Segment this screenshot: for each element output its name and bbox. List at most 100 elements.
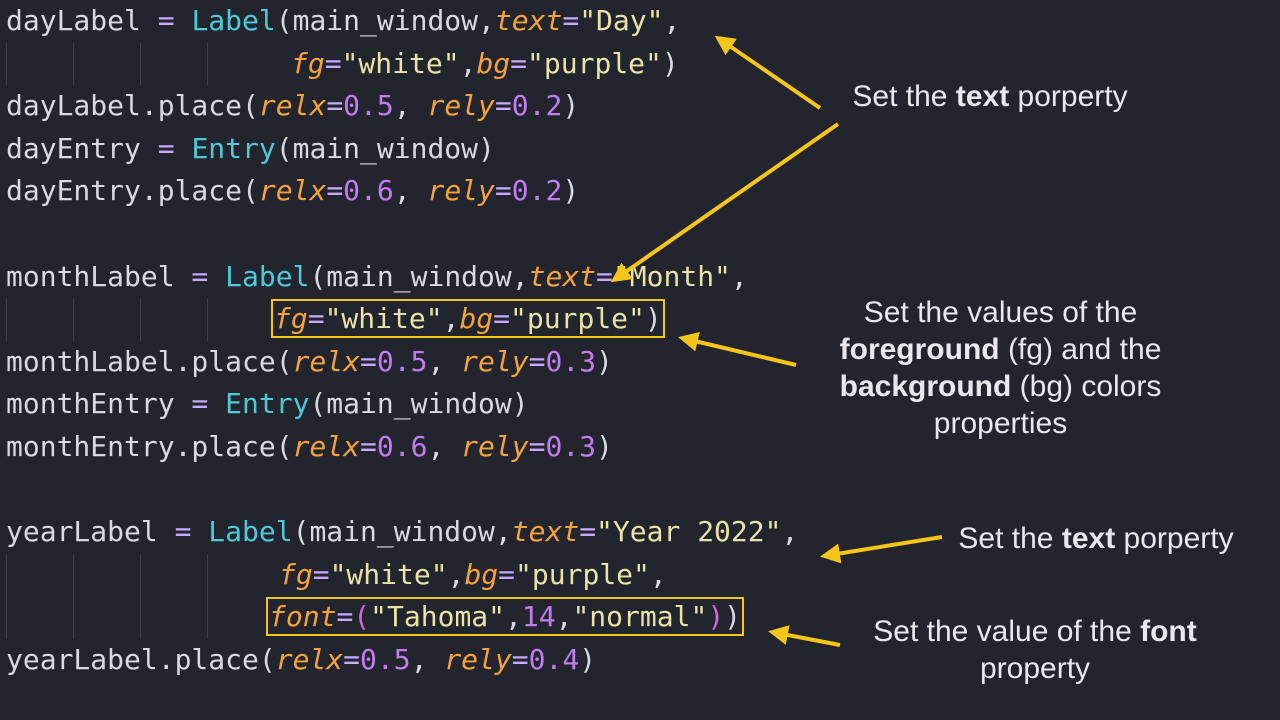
annotation-text-property-1: Set the text porperty <box>830 78 1150 115</box>
note-line: Set the value of the font <box>850 613 1220 650</box>
token: = <box>528 344 546 378</box>
token: fg <box>274 302 308 336</box>
code-line-8: fg="white",bg="purple") <box>6 298 886 341</box>
annotation-colors: Set the values of the foreground (fg) an… <box>808 294 1193 442</box>
token: bg <box>476 46 511 80</box>
note-bold: text <box>955 80 1010 113</box>
token: bg <box>464 557 499 591</box>
token: "purple" <box>515 557 650 591</box>
token: bg <box>459 302 494 336</box>
token: 0.5 <box>343 89 394 123</box>
token: ( <box>353 600 371 634</box>
code-line-11: monthEntry.place(relx=0.6, rely=0.3) <box>6 426 886 469</box>
token: , <box>555 600 573 634</box>
token: relx <box>258 174 327 208</box>
token: 0.2 <box>511 174 563 208</box>
arrow-to-year-text <box>820 535 943 564</box>
token: (main_window, <box>309 259 529 293</box>
token: "white" <box>341 46 460 80</box>
token: 14 <box>521 600 556 634</box>
token: 0.4 <box>528 642 580 676</box>
token: = <box>511 642 529 676</box>
token: = <box>157 515 209 549</box>
token: Label <box>208 515 293 549</box>
token: fg <box>291 46 325 80</box>
token: ) <box>707 600 725 634</box>
token: , <box>442 302 460 336</box>
token: = <box>494 174 512 208</box>
code-line-4: dayEntry = Entry(main_window) <box>6 128 886 171</box>
token: relx <box>292 429 361 463</box>
token: text <box>511 515 580 549</box>
code-line-2: fg="white",bg="purple") <box>6 42 886 86</box>
token: = <box>336 600 354 634</box>
token: = <box>360 429 377 463</box>
token: ) <box>724 600 742 634</box>
token: monthEntry <box>6 387 175 421</box>
fg-bg-highlight-box: fg="white",bg="purple") <box>271 299 665 339</box>
token: ) <box>644 302 662 336</box>
token: , <box>427 429 462 463</box>
token: 0.6 <box>376 429 428 463</box>
note-text: Set the value of the <box>873 615 1141 648</box>
token: 0.5 <box>360 642 411 676</box>
token: = <box>528 429 546 463</box>
note-bold: foreground <box>839 333 1000 366</box>
token: ) <box>596 344 613 378</box>
token: "Year 2022" <box>596 515 782 549</box>
token: = <box>174 259 226 293</box>
token: Entry <box>191 131 276 165</box>
token: 0.6 <box>343 174 394 208</box>
token: , <box>447 557 465 591</box>
token: dayLabel <box>6 4 141 37</box>
note-text: (bg) colors <box>1011 370 1162 403</box>
code-line-1: dayLabel = Label(main_window,text="Day", <box>6 0 886 43</box>
token: rely <box>461 429 529 463</box>
code-line-3: dayLabel.place(relx=0.5, rely=0.2) <box>6 85 886 128</box>
token: (main_window) <box>309 387 529 421</box>
token: text <box>494 4 563 37</box>
code-line-15: font=("Tahoma",14,"normal")) <box>6 596 886 639</box>
token: , <box>663 4 681 37</box>
token: , <box>649 557 667 591</box>
note-text: Set the <box>852 80 956 113</box>
token: = <box>140 4 192 37</box>
token: , <box>505 600 522 634</box>
token: relx <box>275 642 344 676</box>
token: , <box>459 46 477 80</box>
token: = <box>312 557 330 591</box>
token: , <box>393 174 428 208</box>
token: 0.3 <box>545 344 597 378</box>
token: = <box>343 642 361 676</box>
token: = <box>360 344 377 378</box>
code-line-5: dayEntry.place(relx=0.6, rely=0.2) <box>6 170 886 213</box>
token: , <box>730 259 748 293</box>
token: rely <box>427 89 495 123</box>
token: rely <box>427 174 495 208</box>
token: = <box>562 4 580 37</box>
token: = <box>493 302 511 336</box>
token: = <box>510 46 528 80</box>
token: monthLabel.place( <box>6 344 293 378</box>
note-bold: font <box>1140 615 1197 648</box>
code-editor: dayLabel = Label(main_window,text="Day",… <box>6 0 886 682</box>
token: Label <box>225 259 310 293</box>
token: rely <box>444 642 512 676</box>
token: = <box>307 302 325 336</box>
code-line-14: fg="white",bg="purple", <box>6 553 886 597</box>
token: ) <box>562 89 580 123</box>
code-line-9: monthLabel.place(relx=0.5, rely=0.3) <box>6 341 886 384</box>
token: "white" <box>324 302 443 336</box>
note-line: background (bg) colors <box>808 368 1193 405</box>
code-line-10: monthEntry = Entry(main_window) <box>6 383 886 426</box>
note-text: (fg) and the <box>999 333 1162 366</box>
token: dayEntry <box>6 131 141 165</box>
token: Entry <box>225 387 310 421</box>
note-text: porperty <box>1009 80 1128 113</box>
note-text: porperty <box>1115 522 1234 555</box>
token: dayLabel.place( <box>6 89 259 123</box>
token: font <box>269 600 337 634</box>
token: fg <box>279 557 313 591</box>
token: relx <box>258 89 327 123</box>
token: ) <box>562 174 580 208</box>
